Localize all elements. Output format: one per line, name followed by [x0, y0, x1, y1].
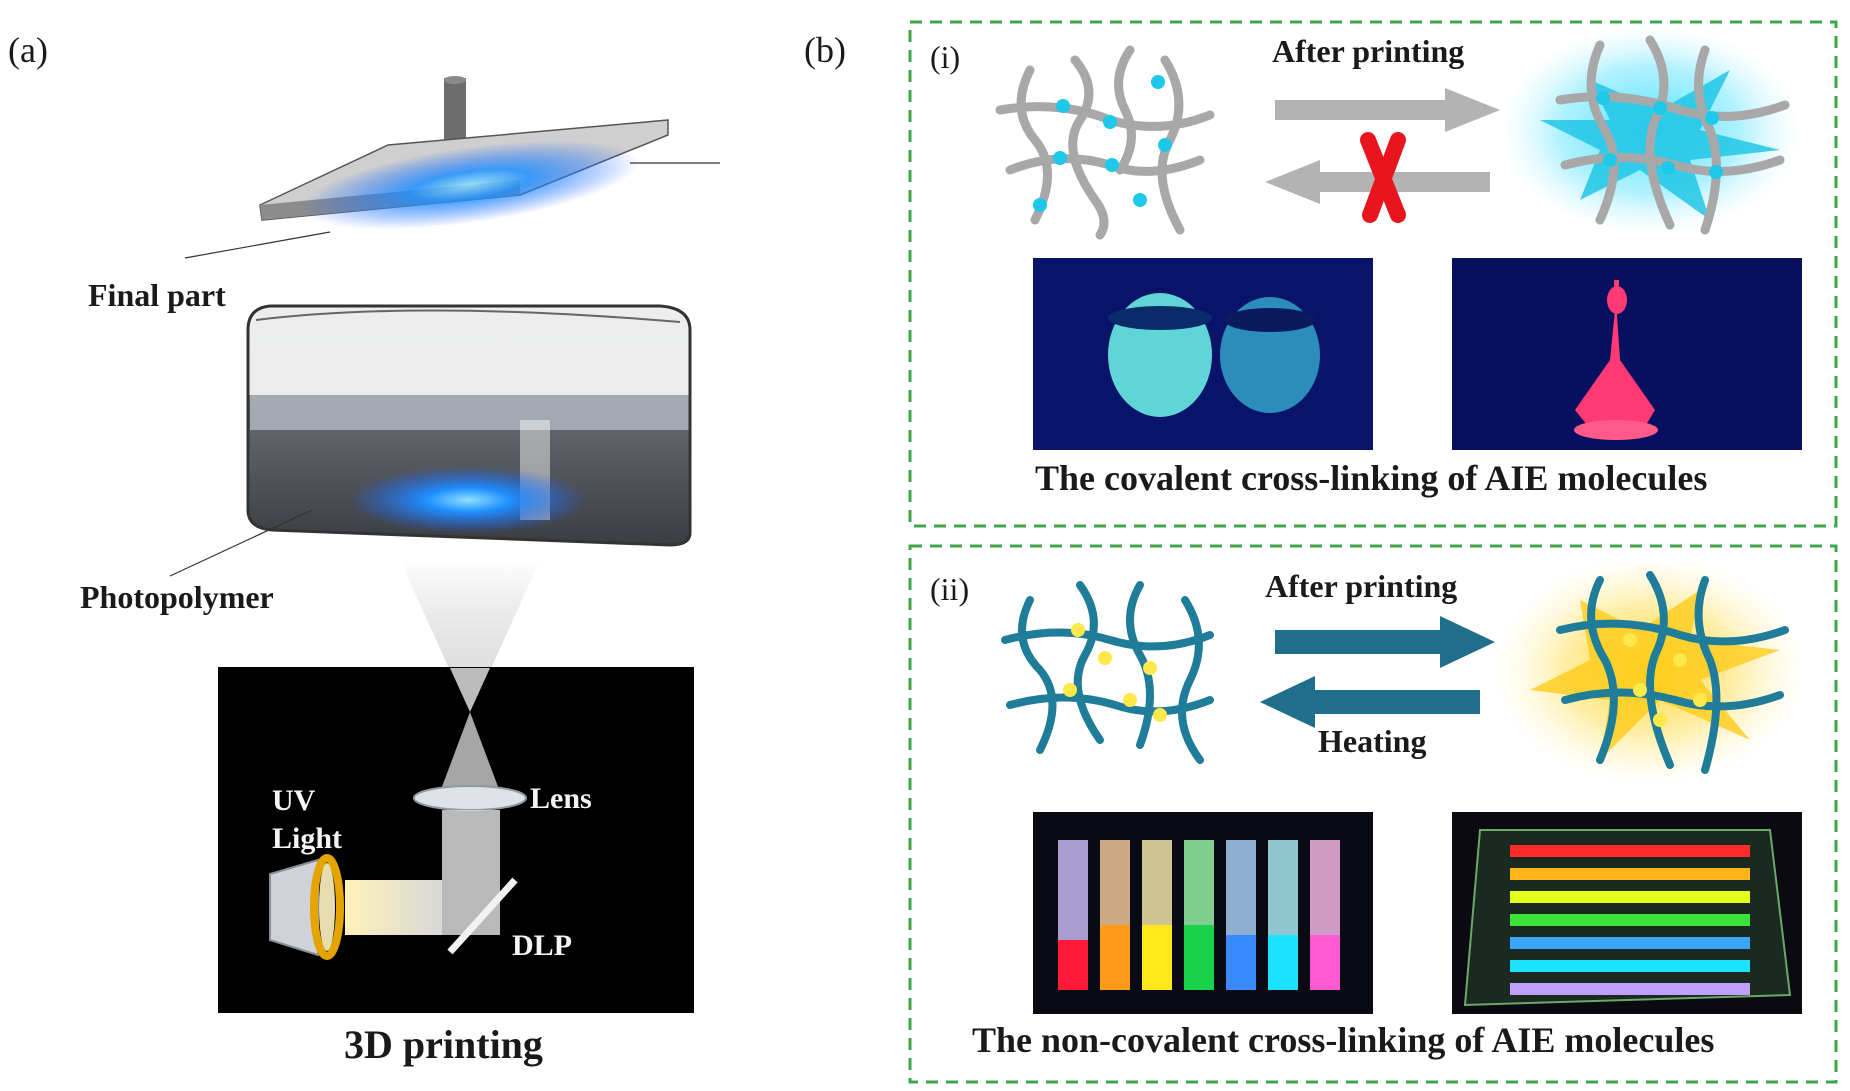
covalent-network-after — [1555, 35, 1790, 235]
resin-tank — [169, 304, 692, 577]
blocked-cross-icon — [1360, 132, 1406, 223]
aie-dots-before — [1063, 623, 1167, 722]
noncovalent-network-after — [1556, 571, 1789, 774]
after-printing-label-i: After printing — [1272, 33, 1464, 69]
photo-rainbow-stripes — [1452, 812, 1802, 1014]
dlp-label: DLP — [512, 929, 572, 962]
aie-cluster-cyan — [1540, 70, 1780, 220]
covalent-nodes-after — [1596, 91, 1723, 179]
build-plate — [184, 76, 720, 259]
lens-shape — [413, 785, 527, 811]
arrow-forward-ii — [1275, 616, 1495, 668]
panel-a: (a) Final part Photopolymer — [8, 30, 720, 1067]
panel-a-caption: 3D printing — [344, 1022, 543, 1067]
photo-cyan-rings — [1033, 258, 1373, 450]
subpanel-ii: (ii) After printing Heating — [908, 544, 1838, 1084]
after-printing-label-ii: After printing — [1265, 568, 1457, 604]
subpanel-i-border — [908, 20, 1838, 528]
panel-b-label: (b) — [804, 30, 846, 70]
arrow-forward-i — [1275, 88, 1500, 132]
photo-red-tower — [1452, 258, 1802, 450]
covalent-nodes-before — [1033, 75, 1172, 212]
optics — [269, 668, 527, 960]
noncovalent-network-before — [1001, 581, 1214, 764]
heating-label: Heating — [1318, 723, 1426, 759]
aie-dots-after — [1623, 633, 1707, 727]
uv-lamp-ring — [310, 854, 344, 960]
subpanel-i: (i) After prin — [908, 20, 1838, 528]
panel-a-label: (a) — [8, 30, 48, 70]
final-part-label: Final part — [88, 277, 226, 313]
photo-vials — [1033, 812, 1373, 1014]
subpanel-ii-border — [908, 544, 1838, 1084]
uv-beam — [345, 880, 442, 935]
cure-spot-glow — [348, 466, 588, 534]
caption-ii: The non-covalent cross-linking of AIE mo… — [972, 1020, 1714, 1060]
lens-label: Lens — [530, 782, 592, 815]
arrow-back-ii — [1260, 676, 1480, 728]
panel-b: (b) (i) — [804, 20, 1838, 1084]
subpanel-i-label: (i) — [930, 39, 960, 75]
covalent-network-before — [995, 45, 1215, 240]
dlp-mirror — [447, 877, 518, 955]
printed-part-glow — [301, 140, 639, 230]
uv-lamp — [269, 858, 319, 957]
subpanel-ii-label: (ii) — [930, 571, 969, 607]
uv-label-line1: UV — [272, 784, 316, 817]
projection-cone-upper — [400, 560, 540, 715]
caption-i: The covalent cross-linking of AIE molecu… — [1035, 458, 1707, 498]
photopolymer-label: Photopolymer — [80, 579, 274, 615]
uv-label-line2: Light — [272, 822, 342, 855]
